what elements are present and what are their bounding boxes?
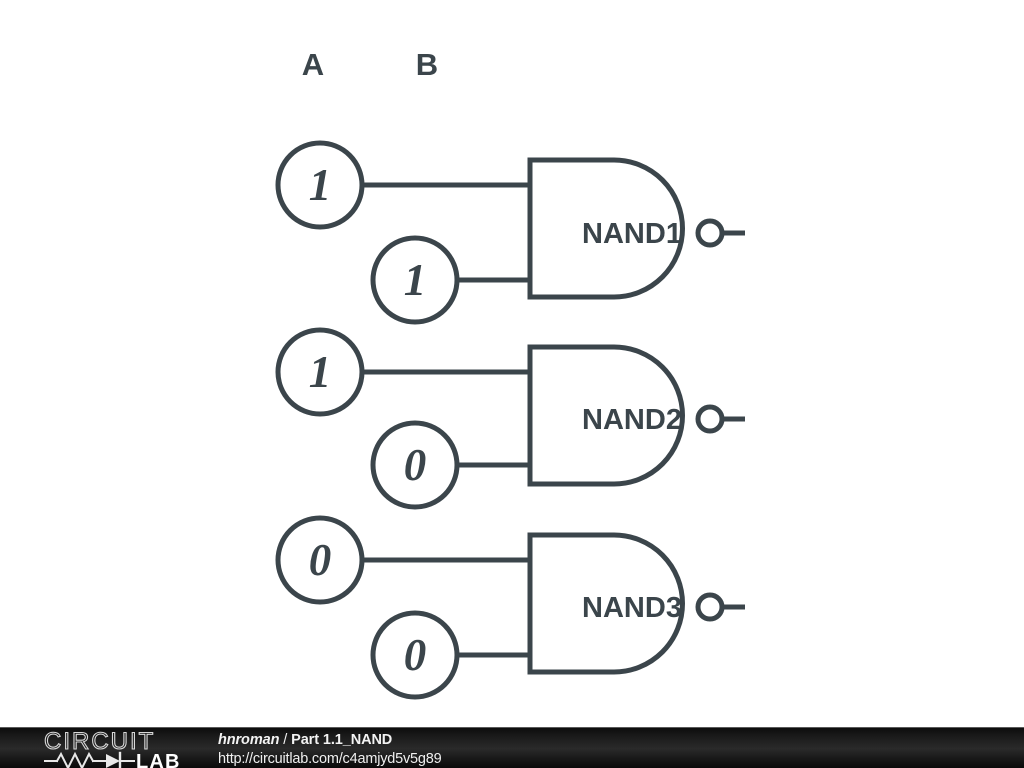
input-node-nand1-b[interactable] (370, 235, 460, 325)
gate-group-nand3: NAND3 0 0 (275, 515, 745, 700)
footer-title-line: hnroman / Part 1.1_NAND (218, 731, 442, 750)
footer-url[interactable]: http://circuitlab.com/c4amjyd5v5g89 (218, 750, 442, 767)
inversion-bubble-nand3 (695, 592, 725, 622)
gate-label-nand3: NAND3 (582, 592, 682, 624)
footer-attribution: hnroman / Part 1.1_NAND http://circuitla… (218, 731, 442, 768)
logo-wordmark-circuit: CIRCUIT (44, 730, 155, 755)
input-node-nand2-b[interactable] (370, 420, 460, 510)
gate-label-nand2: NAND2 (582, 404, 682, 436)
footer-separator: / (279, 732, 292, 748)
input-value-nand2-a: 1 (309, 347, 332, 397)
input-node-nand1-a[interactable] (275, 140, 365, 230)
input-value-nand3-a: 0 (309, 535, 332, 585)
input-value-nand2-b: 0 (404, 440, 427, 490)
input-value-nand3-b: 0 (404, 630, 427, 680)
footer-circuit-title: Part 1.1_NAND (291, 732, 393, 748)
footer-username: hnroman (218, 732, 280, 748)
gate-label-nand1: NAND1 (582, 218, 682, 250)
inversion-bubble-nand1 (695, 218, 725, 248)
input-node-nand3-a[interactable] (275, 515, 365, 605)
gate-body-nand1[interactable] (527, 157, 685, 300)
inversion-bubble-nand2 (695, 404, 725, 434)
gate-group-nand2: NAND2 1 0 (275, 327, 745, 510)
gate-body-nand2[interactable] (527, 344, 685, 487)
logo-wordmark-lab: LAB (136, 751, 181, 768)
input-value-nand1-a: 1 (309, 160, 332, 210)
input-label-b: B (416, 47, 438, 82)
input-node-nand3-b[interactable] (370, 610, 460, 700)
resistor-diode-icon (43, 751, 135, 768)
circuitlab-logo-graphic: CIRCUIT LAB (43, 728, 181, 768)
input-label-a: A (302, 47, 324, 82)
gate-body-nand3[interactable] (527, 532, 685, 675)
gate-group-nand1: NAND1 1 1 (275, 140, 745, 325)
input-node-nand2-a[interactable] (275, 327, 365, 417)
footer-bar: CIRCUIT LAB hnroman / Part 1.1_NAND http… (0, 727, 1024, 768)
circuitlab-logo[interactable]: CIRCUIT LAB (43, 728, 190, 768)
input-value-nand1-b: 1 (404, 255, 427, 305)
